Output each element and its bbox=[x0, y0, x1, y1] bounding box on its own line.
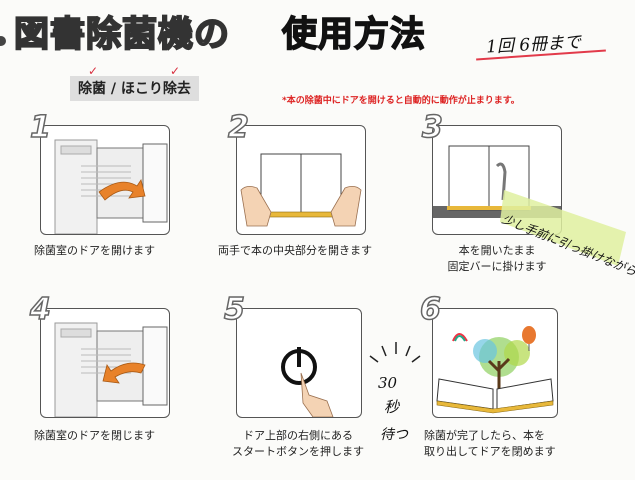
step-caption: 除菌室のドアを閉じます bbox=[34, 429, 155, 442]
step-6-illustration bbox=[432, 308, 558, 418]
open-book-tree-icon bbox=[436, 326, 554, 414]
machine-close-door-icon bbox=[54, 322, 168, 417]
step-caption: 除菌室のドアを開けます bbox=[34, 244, 155, 257]
subtitle: 除菌 / ほこり除去 bbox=[70, 76, 199, 101]
step-number: 4 bbox=[29, 291, 51, 328]
step-caption-line2: 取り出してドアを閉めます bbox=[424, 445, 556, 458]
step-1-illustration bbox=[40, 125, 170, 235]
step-caption: 除菌が完了したら、本を 取り出してドアを閉めます bbox=[424, 428, 556, 460]
step-caption: 両手で本の中央部分を開きます bbox=[218, 244, 372, 257]
step-number: 3 bbox=[421, 109, 443, 146]
page-title-part1: 図書除菌機の bbox=[13, 14, 231, 56]
step-4-illustration bbox=[40, 308, 170, 418]
note-highlight-shape bbox=[500, 190, 626, 266]
open-book-hands-icon bbox=[240, 153, 362, 227]
check-mark-icon: ✓ bbox=[88, 64, 99, 78]
handwritten-wait-label: 待つ bbox=[380, 427, 408, 443]
header: 図書除菌機の 使用方法 bbox=[0, 0, 480, 62]
handwritten-wait-seconds: 秒 bbox=[384, 398, 400, 416]
step-number: 5 bbox=[223, 291, 245, 328]
handwritten-wait-number: 30 bbox=[378, 374, 398, 392]
step-number: 1 bbox=[29, 109, 51, 146]
step-caption-line1: ドア上部の右側にある bbox=[243, 429, 353, 442]
step-caption: ドア上部の右側にある スタートボタンを押します bbox=[214, 428, 382, 460]
step-2-illustration bbox=[236, 125, 366, 235]
burst-lines-icon bbox=[369, 342, 421, 363]
step-number: 2 bbox=[227, 109, 249, 146]
step-caption-line1: 本を開いたまま bbox=[458, 244, 536, 257]
warning-text: *本の除菌中にドアを開けると自動的に動作が止まります。 bbox=[282, 96, 520, 106]
step-5-illustration bbox=[236, 308, 362, 418]
step-caption-line2: 固定バーに掛けます bbox=[447, 260, 547, 273]
bullet-dot bbox=[0, 36, 6, 46]
step-caption: 本を開いたまま 固定バーに掛けます bbox=[444, 243, 550, 275]
check-mark-icon: ✓ bbox=[170, 64, 181, 78]
step-caption-line2: スタートボタンを押します bbox=[232, 445, 364, 458]
step-number: 6 bbox=[419, 291, 441, 328]
page-title-part2: 使用方法 bbox=[281, 14, 427, 56]
machine-open-door-icon bbox=[54, 139, 168, 234]
step-caption-line1: 除菌が完了したら、本を bbox=[424, 429, 545, 442]
power-button-press-icon bbox=[281, 347, 334, 417]
